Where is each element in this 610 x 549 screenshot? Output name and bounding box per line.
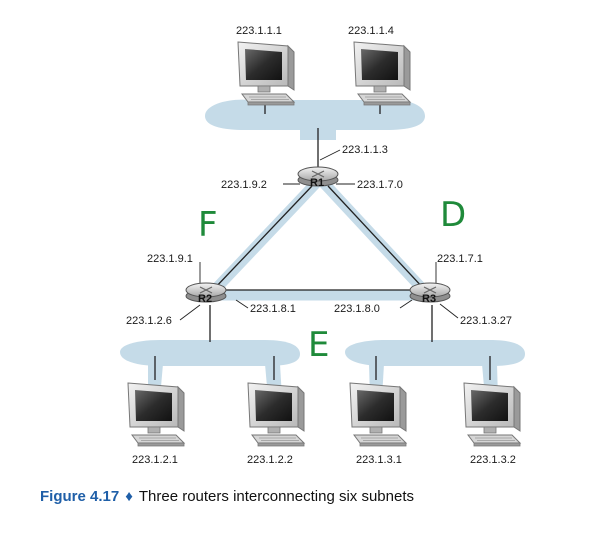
- computer-icon: [247, 382, 305, 447]
- router-r3: R3: [409, 282, 451, 305]
- router-r1: R1: [297, 166, 339, 189]
- iface-r3-left: 223.1.8.0: [334, 303, 380, 315]
- leader-lines: [179, 149, 459, 321]
- annotation-bottom: E: [308, 325, 329, 365]
- host-ip: 223.1.2.1: [132, 454, 178, 466]
- host-bottom-2: 223.1.2.2: [247, 382, 305, 466]
- computer-icon: [237, 41, 295, 106]
- host-ip: 223.1.3.2: [470, 454, 516, 466]
- iface-r1-right: 223.1.7.0: [357, 179, 403, 191]
- router-label: R2: [198, 293, 212, 305]
- iface-r3-top: 223.1.7.1: [437, 253, 483, 265]
- router-label: R3: [422, 293, 436, 305]
- iface-r3-lan: 223.1.3.27: [460, 315, 512, 327]
- lan-top-band: [205, 99, 425, 140]
- host-ip: 223.1.2.2: [247, 454, 293, 466]
- caption-separator: ♦: [125, 488, 133, 505]
- router-label: R1: [310, 177, 324, 189]
- links: [154, 100, 491, 380]
- host-bottom-4: 223.1.3.2: [463, 382, 521, 466]
- annotation-left: F: [198, 205, 218, 245]
- iface-r1-lan: 223.1.1.3: [342, 144, 388, 156]
- computer-icon: [349, 382, 407, 447]
- host-ip: 223.1.3.1: [356, 454, 402, 466]
- iface-r2-lan: 223.1.2.6: [126, 315, 172, 327]
- link-shadows: [204, 175, 434, 301]
- host-ip: 223.1.1.1: [236, 25, 282, 37]
- computer-icon: [353, 41, 411, 106]
- link-r1-r2: [212, 185, 313, 291]
- annotation-right: D: [440, 195, 466, 235]
- iface-r2-right: 223.1.8.1: [250, 303, 296, 315]
- link-r1-r3: [327, 185, 426, 291]
- caption-text: Three routers interconnecting six subnet…: [138, 488, 415, 505]
- router-r2: R2: [185, 282, 227, 305]
- figure-caption: Figure 4.17 ♦ Three routers interconnectin…: [40, 488, 414, 505]
- host-ip: 223.1.1.4: [348, 25, 394, 37]
- computer-icon: [463, 382, 521, 447]
- host-top-right: 223.1.1.4: [348, 25, 411, 106]
- figure-number: Figure 4.17: [40, 488, 120, 505]
- iface-r2-top: 223.1.9.1: [147, 253, 193, 265]
- host-bottom-3: 223.1.3.1: [349, 382, 407, 466]
- computer-icon: [127, 382, 185, 447]
- iface-r1-left: 223.1.9.2: [221, 179, 267, 191]
- host-top-left: 223.1.1.1: [236, 25, 295, 106]
- interface-labels: 223.1.1.3 223.1.9.2 223.1.7.0 223.1.9.1 …: [126, 144, 512, 327]
- host-bottom-1: 223.1.2.1: [127, 382, 185, 466]
